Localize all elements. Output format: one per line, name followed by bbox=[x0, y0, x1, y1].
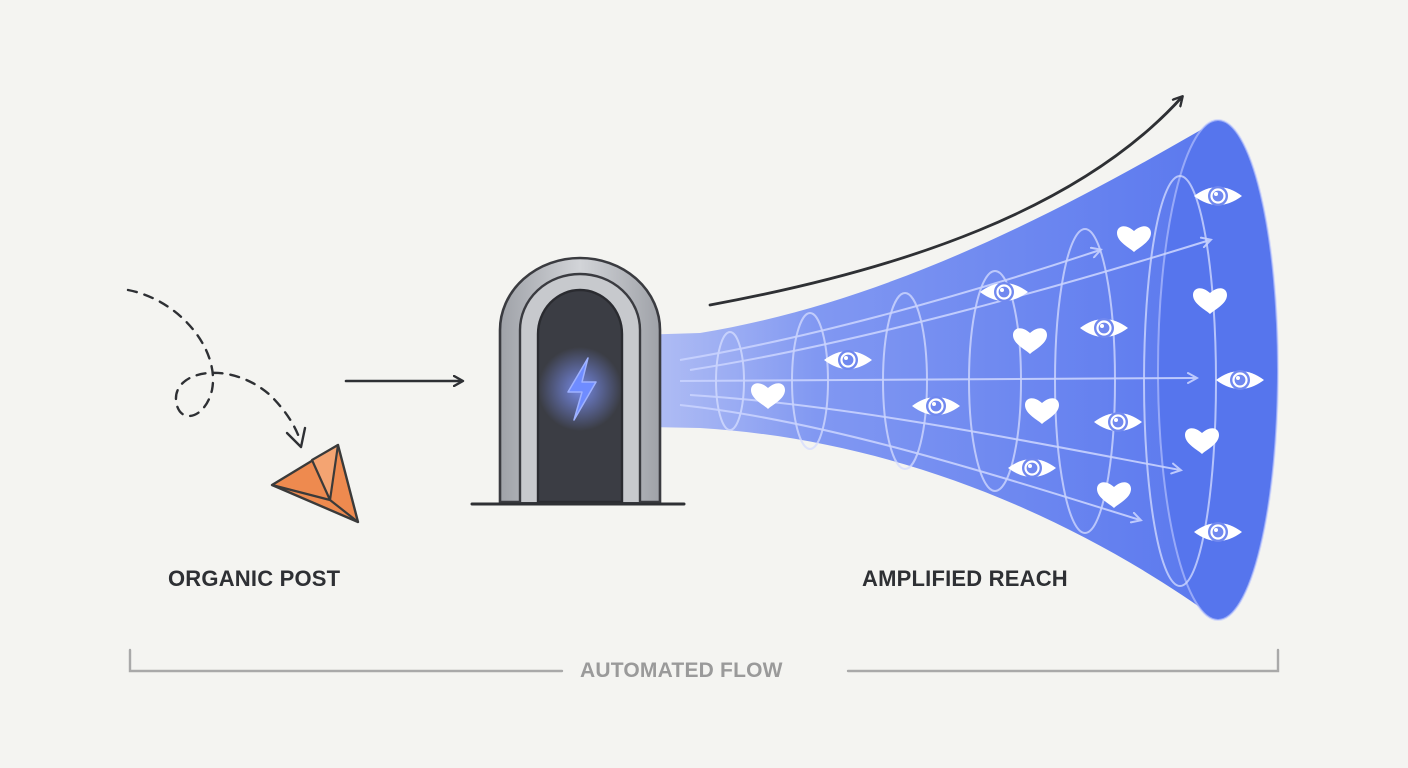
dashed-path-arrowhead bbox=[285, 426, 307, 449]
automated-flow-label: AUTOMATED FLOW bbox=[580, 659, 783, 682]
gate bbox=[470, 256, 686, 506]
amplified-reach-label: AMPLIFIED REACH bbox=[862, 566, 1068, 591]
lightning-bolt-icon bbox=[567, 357, 597, 421]
flow-bracket bbox=[128, 648, 1280, 673]
organic-post-label: ORGANIC POST bbox=[168, 566, 341, 591]
dashed-path bbox=[126, 288, 302, 442]
growth-arrow bbox=[708, 97, 1182, 307]
amplification-funnel bbox=[600, 119, 1279, 621]
paper-plane-icon bbox=[270, 443, 360, 524]
